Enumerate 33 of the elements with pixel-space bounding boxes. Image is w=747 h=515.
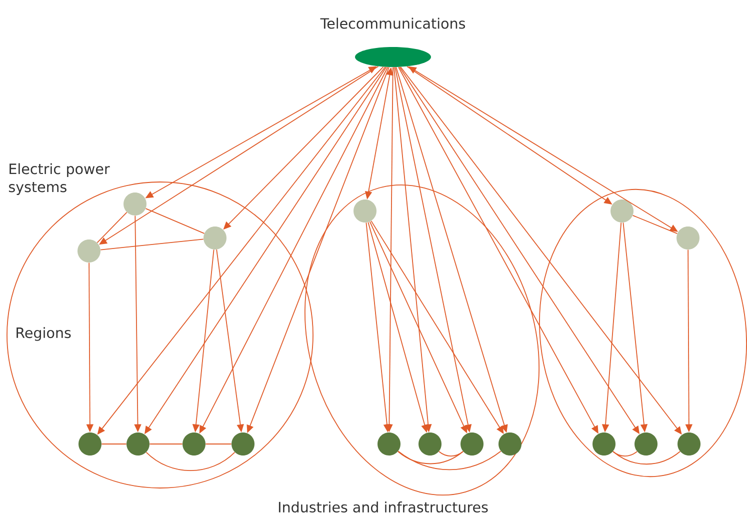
industries-label: Industries and infrastructures (278, 501, 488, 513)
regions-label: Regions (16, 327, 71, 341)
connector-line (100, 238, 204, 250)
system-circle (354, 200, 376, 222)
region-circle (592, 432, 616, 456)
region-circle (78, 432, 102, 456)
system-circle (610, 200, 634, 222)
group-outline (6, 182, 314, 488)
connector-line (438, 451, 464, 456)
group-outline (539, 189, 747, 477)
connector-line (145, 208, 205, 234)
system-circle (676, 226, 700, 250)
region-circle (460, 432, 484, 456)
region-circle (418, 432, 442, 456)
system-circle (124, 192, 146, 216)
system-circle (204, 226, 226, 250)
connector-line (612, 451, 680, 465)
group-outline (304, 184, 540, 496)
connector-line (632, 214, 678, 234)
connector-line (398, 451, 464, 464)
connector-line (96, 212, 128, 244)
region-circle (126, 432, 150, 456)
region-circle (678, 432, 700, 456)
region-circle (498, 432, 522, 456)
region-circle (634, 432, 658, 456)
region-circle (378, 432, 400, 456)
region-circle (232, 432, 254, 456)
connector-line (146, 452, 236, 472)
region-circle (182, 432, 206, 456)
electric-power-label: Electric power systems (8, 163, 110, 195)
node-label: Telecommunications (320, 18, 466, 29)
system-circle (78, 240, 100, 262)
connector-line (398, 450, 502, 470)
